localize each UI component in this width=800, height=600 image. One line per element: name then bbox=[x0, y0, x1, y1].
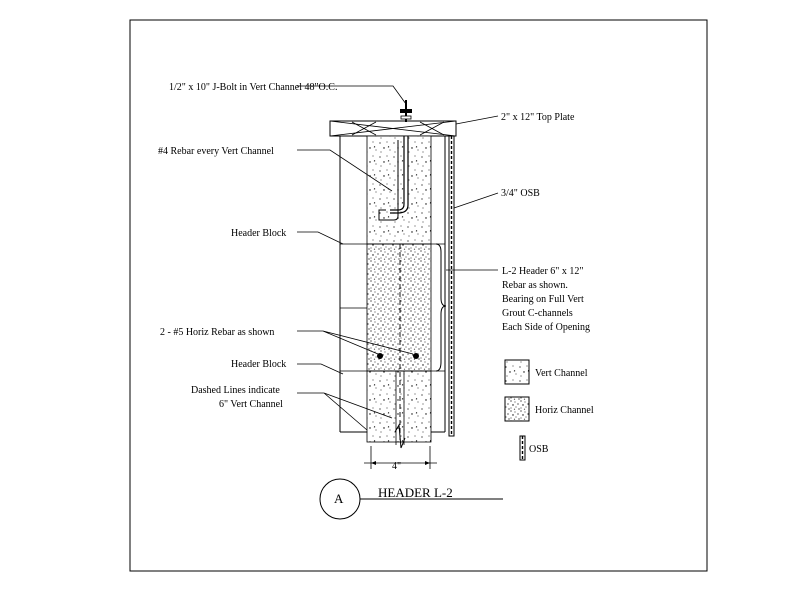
horiz-rebar-dot bbox=[413, 353, 419, 359]
header-spec-brace bbox=[435, 243, 447, 372]
dimension-4in: 4" bbox=[392, 461, 401, 472]
callout-horiz-rebar: 2 - #5 Horiz Rebar as shown bbox=[160, 327, 274, 338]
leader-lines bbox=[297, 85, 499, 431]
detail-key: A bbox=[334, 491, 344, 506]
callout-header-block-lower: Header Block bbox=[231, 359, 286, 370]
legend-label-osb: OSB bbox=[529, 444, 549, 455]
header-block-fill bbox=[366, 243, 432, 372]
callout-dashed-line-2: 6" Vert Channel bbox=[219, 399, 283, 410]
legend-label-horiz-channel: Horiz Channel bbox=[535, 405, 594, 416]
callout-osb: 3/4" OSB bbox=[501, 188, 540, 199]
callout-dashed-line-1: Dashed Lines indicate bbox=[191, 385, 280, 396]
title-block: A HEADER L-2 bbox=[319, 478, 503, 520]
legend: Vert Channel Horiz Channel OSB bbox=[504, 359, 594, 461]
legend-swatch-vert-channel bbox=[504, 359, 530, 385]
callout-header-spec-line: Each Side of Opening bbox=[502, 322, 590, 333]
callout-header-spec-line: Bearing on Full Vert bbox=[502, 294, 584, 305]
detail-title: HEADER L-2 bbox=[378, 485, 453, 500]
callout-header-spec-line: Grout C-channels bbox=[502, 308, 573, 319]
callout-header-block-upper: Header Block bbox=[231, 228, 286, 239]
vert-channel-lower bbox=[366, 370, 432, 443]
legend-swatch-horiz-channel bbox=[504, 396, 530, 422]
legend-label-vert-channel: Vert Channel bbox=[535, 368, 588, 379]
drawing-border bbox=[129, 19, 708, 572]
callout-header-spec-line: Rebar as shown. bbox=[502, 280, 568, 291]
wall-section: 4" bbox=[329, 100, 457, 472]
vert-channel-upper bbox=[366, 135, 432, 245]
callouts: 1/2" x 10" J-Bolt in Vert Channel 48"O.C… bbox=[158, 82, 590, 410]
horiz-rebar-dot bbox=[377, 353, 383, 359]
rebar-4-vertical bbox=[378, 140, 399, 221]
callout-top-plate: 2" x 12" Top Plate bbox=[501, 112, 575, 123]
callout-rebar4: #4 Rebar every Vert Channel bbox=[158, 146, 274, 157]
callout-header-spec-line: L-2 Header 6" x 12" bbox=[502, 266, 583, 277]
callout-jbolt: 1/2" x 10" J-Bolt in Vert Channel 48"O.C… bbox=[169, 82, 337, 93]
